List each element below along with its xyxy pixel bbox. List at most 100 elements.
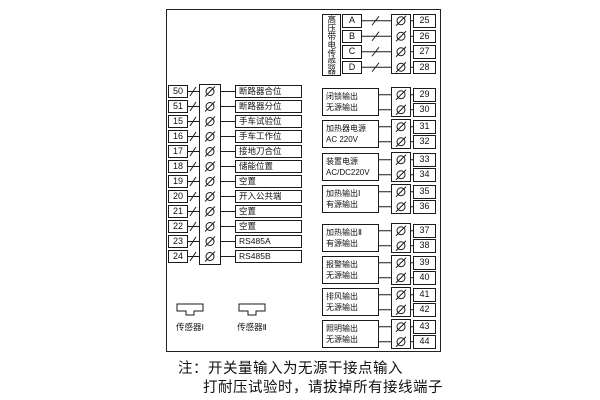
terminal-circle-icon — [395, 15, 407, 27]
left-terminal-strip — [199, 84, 221, 265]
terminal-label: 手车试验位 — [235, 115, 302, 128]
phase-label: D — [342, 60, 362, 74]
terminal-number: 36 — [413, 200, 436, 214]
phase-label: A — [342, 14, 362, 28]
terminal-circle-icon — [395, 336, 407, 348]
contact-slash-icon — [371, 46, 380, 57]
terminal-label: RS485B — [235, 250, 302, 263]
terminal-circle-icon — [395, 272, 407, 284]
terminal-circle-icon — [395, 121, 407, 133]
terminal-circle-icon — [204, 206, 216, 217]
device-outline — [166, 9, 441, 352]
terminal-number: 38 — [413, 239, 436, 253]
terminal-number: 17 — [168, 145, 188, 158]
contact-slash-icon — [189, 236, 197, 247]
terminal-number: 41 — [413, 288, 436, 302]
terminal-label: RS485A — [235, 235, 302, 248]
group-label-line2: AC/DC220V — [326, 167, 370, 177]
group-terminal-strip — [391, 119, 411, 149]
group-label-line2: 无源输出 — [326, 270, 358, 280]
contact-slash-icon — [189, 101, 197, 112]
contact-slash-icon — [371, 31, 380, 42]
terminal-label: 开入公共端 — [235, 190, 302, 203]
terminal-number: 50 — [168, 85, 188, 98]
terminal-circle-icon — [395, 289, 407, 301]
terminal-circle-icon — [204, 86, 216, 97]
hv-sensor-label: 高压带电传感器 — [322, 14, 341, 76]
terminal-number: 24 — [168, 250, 188, 263]
terminal-label: 断路器分位 — [235, 100, 302, 113]
group-label-line1: 加热器电源 — [326, 123, 366, 133]
terminal-number: 15 — [168, 115, 188, 128]
group-label-line1: 排风输出 — [326, 291, 358, 301]
terminal-number: 39 — [413, 256, 436, 270]
group-terminal-strip — [391, 255, 411, 285]
phase-label: C — [342, 45, 362, 59]
terminal-circle-icon — [395, 61, 407, 73]
terminal-number: 18 — [168, 160, 188, 173]
terminal-number: 20 — [168, 190, 188, 203]
terminal-number: 25 — [413, 14, 436, 28]
terminal-circle-icon — [204, 101, 216, 112]
terminal-number: 28 — [413, 60, 436, 74]
output-group-label: 排风输出无源输出 — [322, 288, 379, 316]
terminal-number: 32 — [413, 135, 436, 149]
terminal-number: 51 — [168, 100, 188, 113]
sensor-icon — [176, 303, 204, 316]
group-terminal-strip — [391, 287, 411, 317]
group-label-line1: 加热输出Ⅱ — [326, 227, 362, 237]
terminal-circle-icon — [204, 131, 216, 142]
group-label-line2: 有源输出 — [326, 238, 358, 248]
group-label-line1: 加热输出Ⅰ — [326, 188, 361, 198]
phase-label: B — [342, 29, 362, 43]
terminal-number: 16 — [168, 130, 188, 143]
terminal-number: 35 — [413, 185, 436, 199]
group-terminal-strip — [391, 223, 411, 253]
terminal-number: 30 — [413, 103, 436, 117]
output-group-label: 报警输出无源输出 — [322, 256, 379, 284]
group-label-line1: 装置电源 — [326, 156, 358, 166]
terminal-circle-icon — [204, 116, 216, 127]
terminal-circle-icon — [395, 89, 407, 101]
terminal-number: 42 — [413, 303, 436, 317]
terminal-number: 22 — [168, 220, 188, 233]
terminal-number: 23 — [168, 235, 188, 248]
terminal-circle-icon — [204, 146, 216, 157]
contact-slash-icon — [189, 161, 197, 172]
terminal-circle-icon — [395, 104, 407, 116]
contact-slash-icon — [189, 146, 197, 157]
terminal-circle-icon — [395, 169, 407, 181]
group-label-line2: 无源输出 — [326, 102, 358, 112]
terminal-number: 31 — [413, 120, 436, 134]
terminal-circle-icon — [395, 225, 407, 237]
terminal-number: 26 — [413, 29, 436, 43]
contact-slash-icon — [189, 221, 197, 232]
terminal-circle-icon — [395, 304, 407, 316]
contact-slash-icon — [189, 131, 197, 142]
terminal-circle-icon — [395, 154, 407, 166]
terminal-circle-icon — [395, 240, 407, 252]
terminal-circle-icon — [395, 136, 407, 148]
group-terminal-strip — [391, 319, 411, 349]
terminal-label: 空置 — [235, 205, 302, 218]
terminal-circle-icon — [204, 176, 216, 187]
group-terminal-strip — [391, 152, 411, 182]
terminal-circle-icon — [204, 161, 216, 172]
terminal-number: 27 — [413, 45, 436, 59]
terminal-circle-icon — [204, 191, 216, 202]
terminal-circle-icon — [395, 46, 407, 58]
group-label-line1: 照明输出 — [326, 323, 358, 333]
group-terminal-strip — [391, 184, 411, 214]
group-label-line1: 报警输出 — [326, 259, 358, 269]
sensor-icon — [238, 303, 266, 316]
terminal-circle-icon — [395, 321, 407, 333]
contact-slash-icon — [189, 176, 197, 187]
output-group-label: 闭锁输出无源输出 — [322, 88, 379, 116]
terminal-number: 29 — [413, 88, 436, 102]
terminal-number: 43 — [413, 320, 436, 334]
contact-slash-icon — [189, 251, 197, 262]
contact-slash-icon — [189, 116, 197, 127]
